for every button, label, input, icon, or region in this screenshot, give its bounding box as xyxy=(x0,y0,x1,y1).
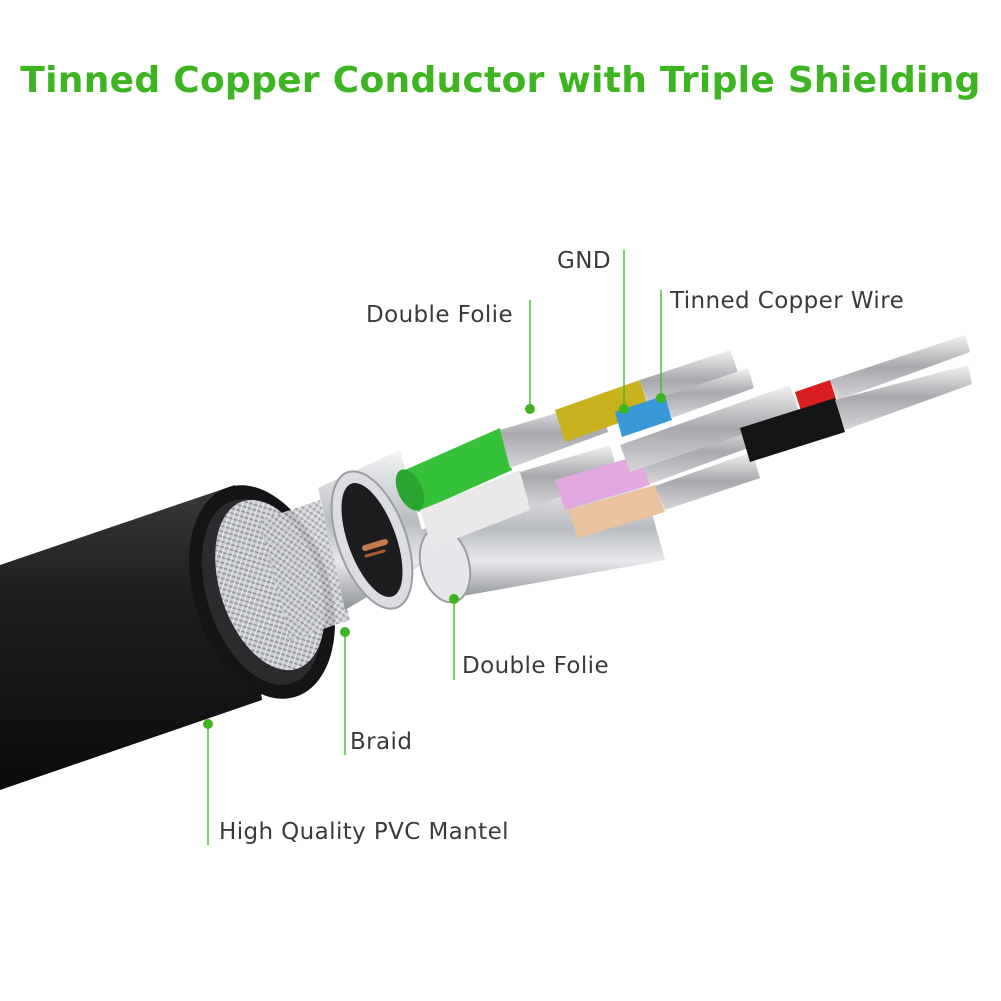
double-folie-bottom-label: Double Folie xyxy=(462,653,610,679)
marker-dot xyxy=(656,393,666,403)
center-strands xyxy=(620,385,800,472)
peach-wire xyxy=(568,452,760,538)
double-folie-top-label: Double Folie xyxy=(366,302,514,328)
marker-dot xyxy=(203,719,213,729)
page-title: Tinned Copper Conductor with Triple Shie… xyxy=(20,60,981,101)
marker-dot xyxy=(340,627,350,637)
pvc-mantel-label: High Quality PVC Mantel xyxy=(219,819,509,845)
braid-label: Braid xyxy=(350,729,413,755)
braid-layer xyxy=(215,499,350,671)
marker-dot xyxy=(525,404,535,414)
leader-lines xyxy=(203,250,666,845)
blue-wire xyxy=(615,368,754,437)
marker-dot xyxy=(449,594,459,604)
marker-dot xyxy=(619,404,629,414)
black-wire xyxy=(740,365,972,462)
tinned-copper-wire-label: Tinned Copper Wire xyxy=(670,288,905,314)
gnd-label: GND xyxy=(557,248,611,274)
